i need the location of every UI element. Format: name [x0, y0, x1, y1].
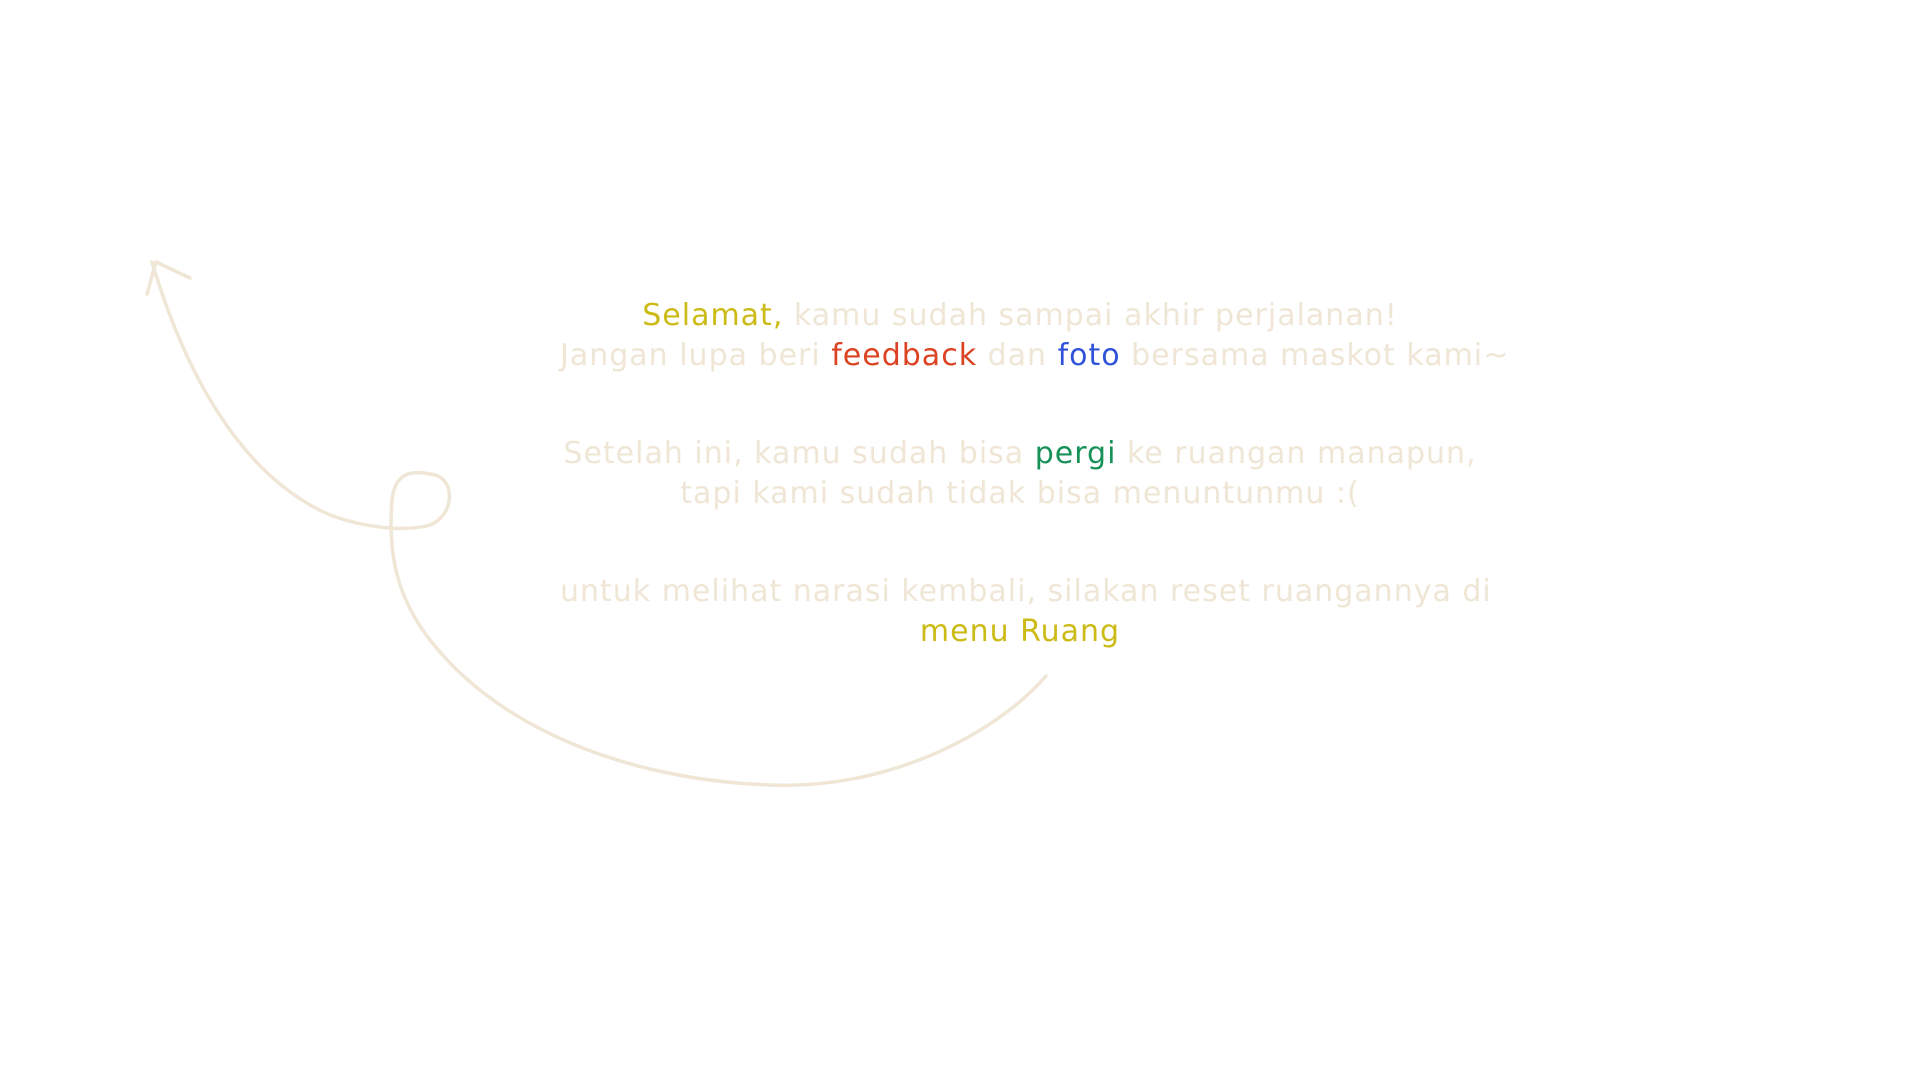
- congrats-line: Selamat, kamu sudah sampai akhir perjala…: [560, 296, 1480, 336]
- farewell-line: tapi kami sudah tidak bisa menuntunmu :(: [680, 476, 1360, 511]
- menu-ruang-link[interactable]: menu Ruang: [919, 614, 1121, 649]
- selamat-highlight: Selamat,: [642, 298, 784, 333]
- foto-highlight: foto: [1057, 338, 1121, 373]
- paragraph-congrats: Selamat, kamu sudah sampai akhir perjala…: [560, 296, 1508, 376]
- free-roam-text-a: Setelah ini, kamu sudah bisa: [563, 436, 1035, 471]
- reset-line: untuk melihat narasi kembali, silakan re…: [560, 574, 1492, 609]
- pergi-highlight: pergi: [1034, 436, 1117, 471]
- free-roam-text-b: ke ruangan manapun,: [1116, 436, 1477, 471]
- reminder-line: Jangan lupa beri feedback dan foto bersa…: [560, 336, 1508, 376]
- paragraph-free-roam: Setelah ini, kamu sudah bisa pergi ke ru…: [560, 434, 1480, 514]
- arrow-head: [145, 260, 192, 296]
- reminder-text-c: bersama maskot kami~: [1120, 338, 1510, 373]
- narration-text: Selamat, kamu sudah sampai akhir perjala…: [560, 296, 1508, 710]
- reminder-text-a: Jangan lupa beri: [560, 338, 832, 373]
- free-roam-line: Setelah ini, kamu sudah bisa pergi ke ru…: [560, 434, 1480, 474]
- reset-menu-line: menu Ruang: [560, 612, 1480, 652]
- congrats-text: kamu sudah sampai akhir perjalanan!: [783, 298, 1398, 333]
- reminder-text-b: dan: [977, 338, 1058, 373]
- paragraph-reset: untuk melihat narasi kembali, silakan re…: [560, 572, 1492, 652]
- feedback-highlight: feedback: [831, 338, 978, 373]
